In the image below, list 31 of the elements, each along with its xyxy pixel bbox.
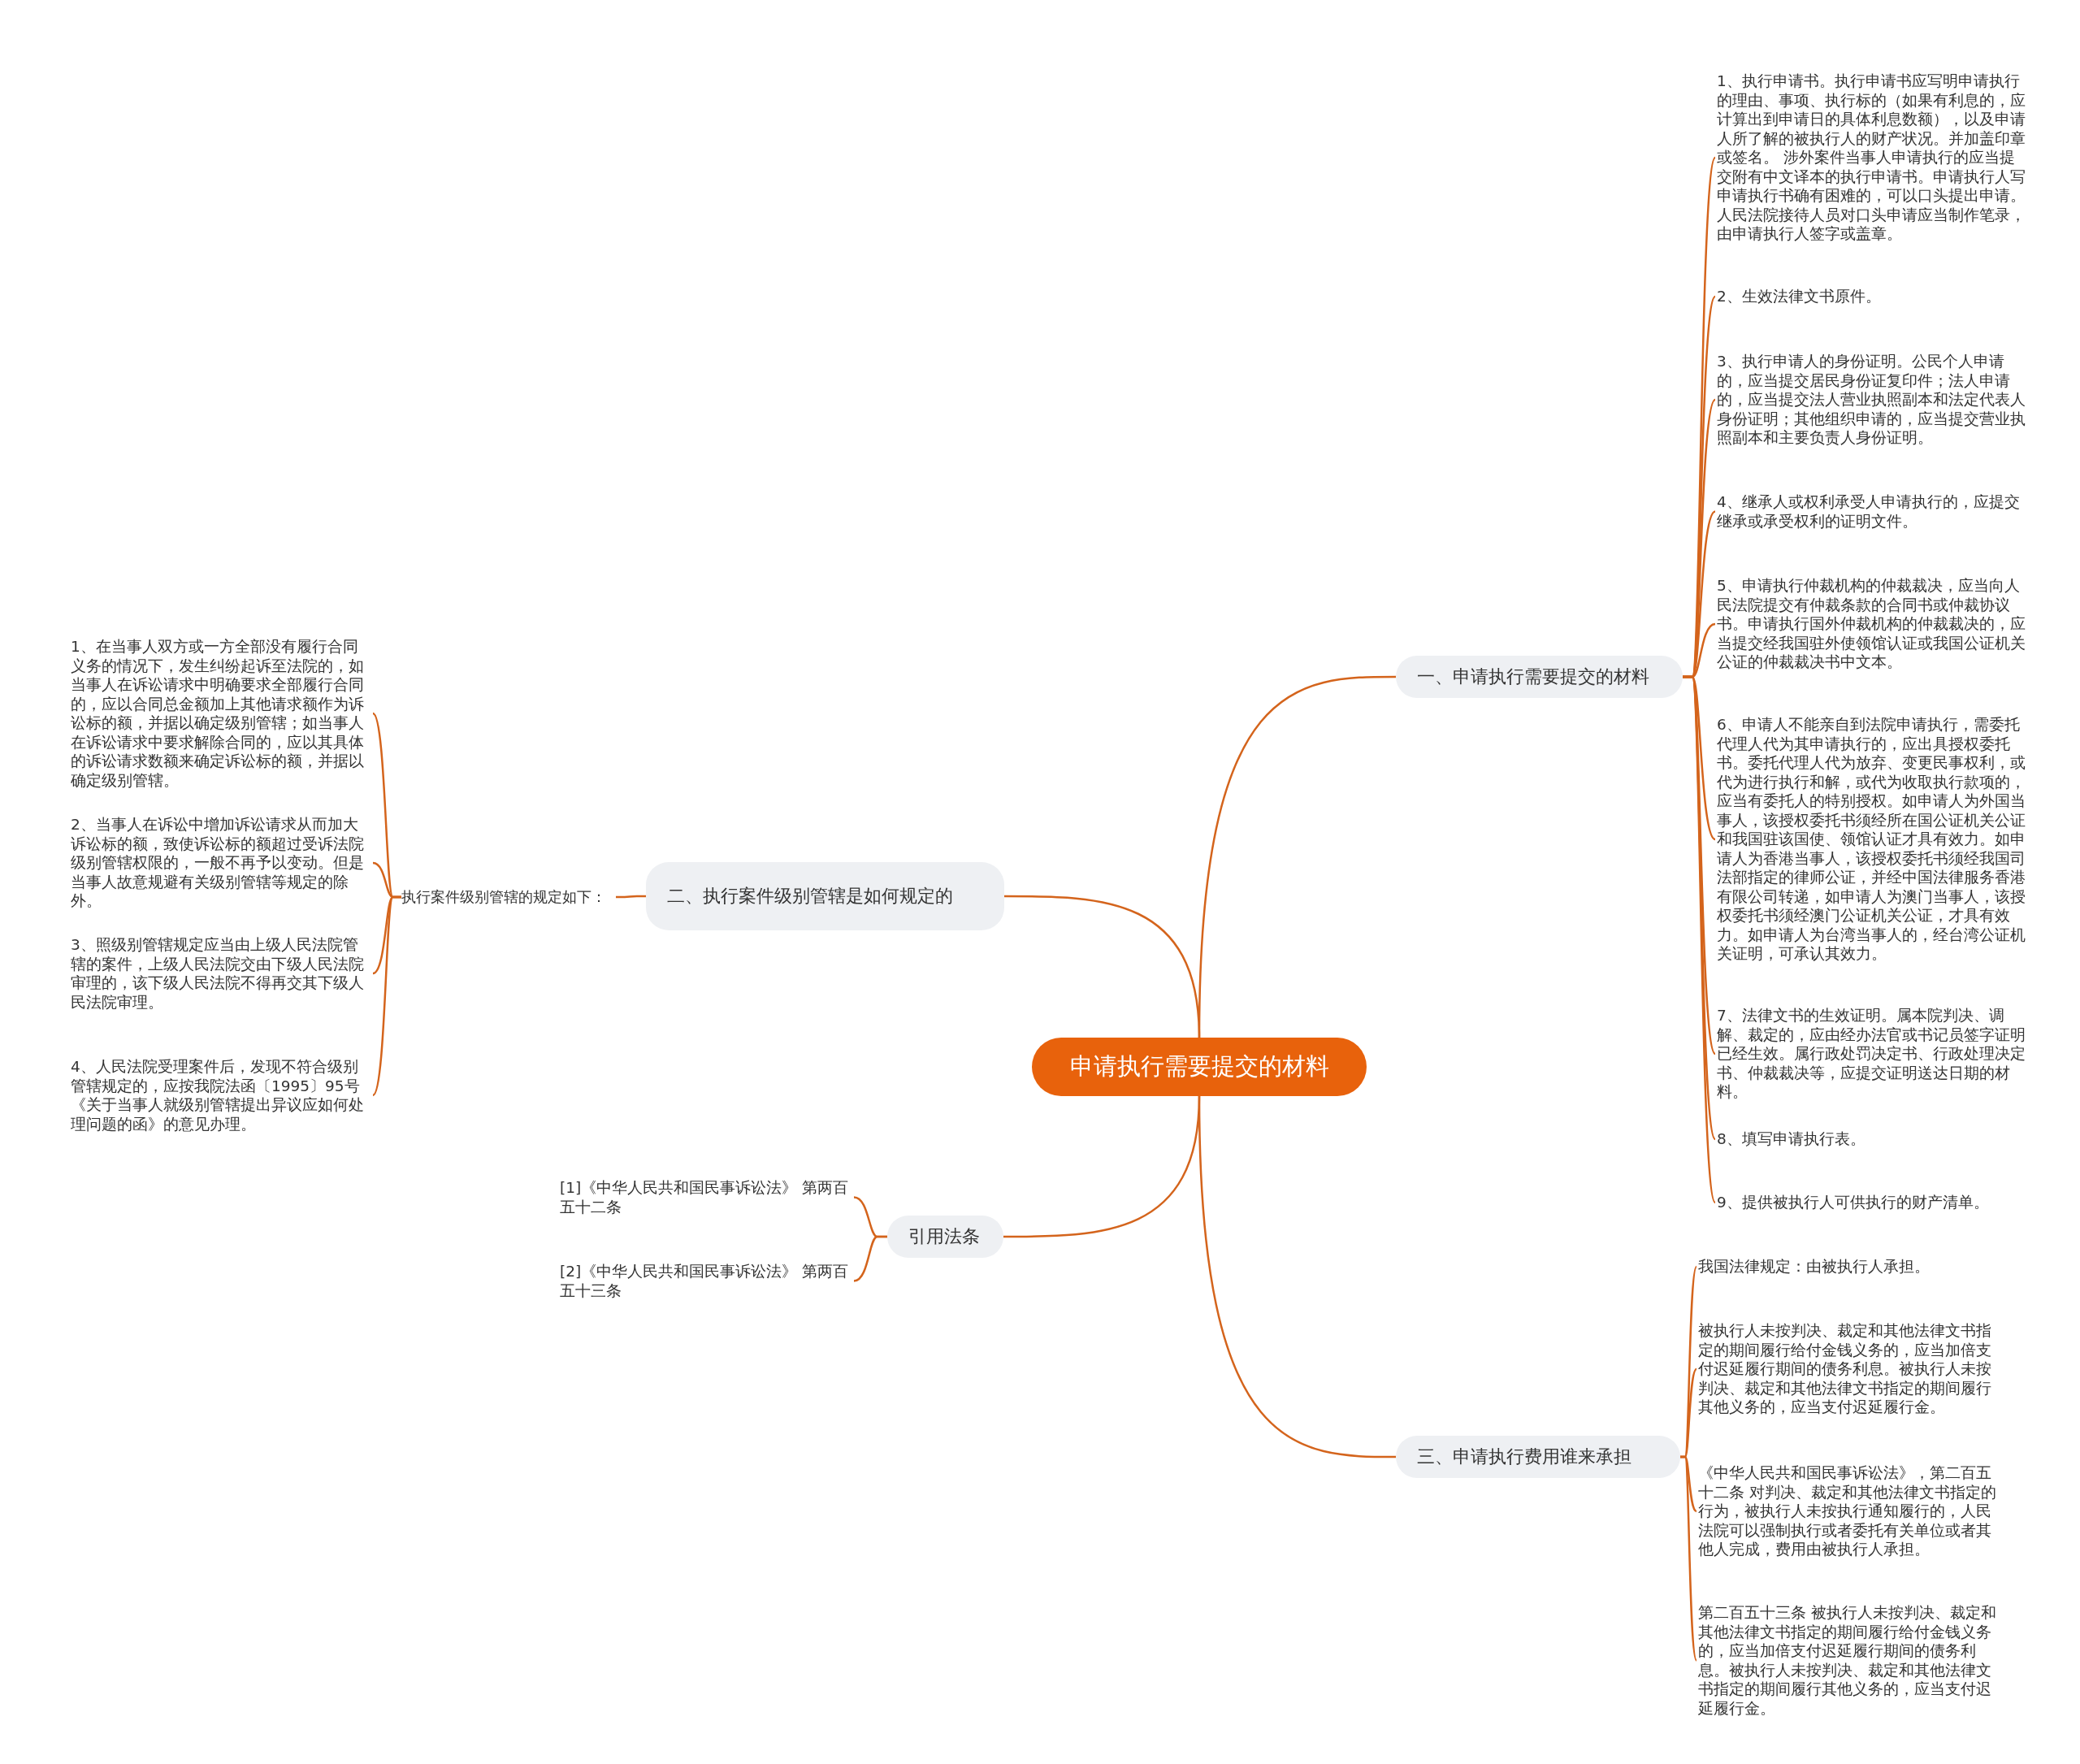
- connector-line: [1004, 895, 1201, 1038]
- topic-box: 引用法条: [887, 1216, 1003, 1258]
- note-text: 4、人民法院受理案件后，发现不符合级别管辖规定的，应按我院法函〔1995〕95号《关于当事人就级别管辖提出异议应如何处理问题的函》的意见办理。: [71, 1057, 371, 1133]
- connector-line: [616, 895, 646, 899]
- note-text: 2、生效法律文书原件。: [1717, 287, 2030, 306]
- note-text: 被执行人未按判决、裁定和其他法律文书指定的期间履行给付金钱义务的，应当加倍支付迟延履行期间的债务利息。被执行人未按判决、裁定和其他法律文书指定的期间履行其他义务的，应当支付迟延履行金。: [1698, 1321, 2003, 1417]
- central-topic-box: 申请执行需要提交的材料: [1032, 1038, 1367, 1096]
- note-text: 6、申请人不能亲自到法院申请执行，需委托代理人代为其申请执行的，应出具授权委托书。委托代理人代为放弃、变更民事权利，或代为进行执行和解，或代为收取执行款项的，应当有委托人的特别授权。如申请人为外国当事人，该授权委托书须经所在国公证机关公证和我国驻该国使、领馆认证才具有效力。如申请人为香港当事人，该授权委托书须经我国司法部指定的律师公证，并经中国法律服务香港有限公司转递，如申请人为澳门当事人，该授权委托书须经澳门公证机关公证，才具有效力。如申请人为台湾当事人的，经台湾公证机关证明，可承认其效力。: [1717, 715, 2030, 964]
- note-text: 5、申请执行仲裁机构的仲裁裁决，应当向人民法院提交有仲裁条款的合同书或仲裁协议书。申请执行国外仲裁机构的仲裁裁决的，应当提交经我国驻外使领馆认证或我国公证机关公证的仲裁裁决书中文本。: [1717, 576, 2030, 672]
- note-text: [2]《中华人民共和国民事诉讼法》 第两百五十三条: [560, 1262, 852, 1300]
- connector-line: [372, 895, 401, 1096]
- topic-box: 三、申请执行费用谁来承担: [1396, 1436, 1680, 1478]
- note-text: 1、在当事人双方或一方全部没有履行合同义务的情况下，发生纠纷起诉至法院的，如当事人在诉讼请求中明确要求全部履行合同的，应以合同总金额加上其他请求额作为诉讼标的额，并据以确定级别管辖；如当事人在诉讼请求中要求解除合同的，应以其具体的诉讼请求数额来确定诉讼标的额，并据以确定级别管辖。: [71, 637, 371, 790]
- note-text: 1、执行申请书。执行申请书应写明申请执行的理由、事项、执行标的（如果有利息的，应计算出到申请日的具体利息数额），以及申请人所了解的被执行人的财产状况。并加盖印章或签名。 涉外案件当事人申请执行的应当提交附有中文译本的执行申请书。申请执行人写申请执行书确有困难的，可以口头提出申请。人民法院接待人员对口头申请应当制作笔录，由申请执行人签字或盖章。: [1717, 72, 2030, 244]
- note-text: 3、执行申请人的身份证明。公民个人申请的，应当提交居民身份证复印件；法人申请的，应当提交法人营业执照副本和法定代表人身份证明；其他组织申请的，应当提交营业执照副本和主要负责人身份证明。: [1717, 352, 2030, 448]
- note-text: 《中华人民共和国民事诉讼法》，第二百五十二条 对判决、裁定和其他法律文书指定的行为，被执行人未按执行通知履行的，人民法院可以强制执行或者委托有关单位或者其他人完成，费用由被执行人承担。: [1698, 1463, 2003, 1559]
- topic-box: 一、申请执行需要提交的材料: [1396, 656, 1683, 698]
- note-text: [1]《中华人民共和国民事诉讼法》 第两百五十二条: [560, 1178, 852, 1216]
- topic-box: 二、执行案件级别管辖是如何规定的: [646, 862, 1004, 930]
- note-text: 7、法律文书的生效证明。属本院判决、调解、裁定的，应由经办法官或书记员签字证明已经生效。属行政处罚决定书、行政处理决定书、仲裁裁决等，应提交证明送达日期的材料。: [1717, 1006, 2030, 1102]
- connector-line: [1198, 1095, 1396, 1458]
- note-text: 9、提供被执行人可供执行的财产清单。: [1717, 1193, 2030, 1212]
- note-text: 执行案件级别管辖的规定如下：: [401, 887, 614, 907]
- connector-line: [1680, 1455, 1698, 1661]
- note-text: 8、填写申请执行表。: [1717, 1129, 2030, 1149]
- connector-line: [853, 1235, 887, 1282]
- note-text: 4、继承人或权利承受人申请执行的，应提交继承或承受权利的证明文件。: [1717, 492, 2030, 531]
- note-text: 我国法律规定：由被执行人承担。: [1698, 1257, 2003, 1276]
- note-text: 2、当事人在诉讼中增加诉讼请求从而加大诉讼标的额，致使诉讼标的额超过受诉法院级别管辖权限的，一般不再予以变动。但是当事人故意规避有关级别管辖等规定的除外。: [71, 815, 371, 911]
- note-text: 第二百五十三条 被执行人未按判决、裁定和其他法律文书指定的期间履行给付金钱义务的，应当加倍支付迟延履行期间的债务利息。被执行人未按判决、裁定和其他法律文书指定的期间履行其他义务的，应当支付迟延履行金。: [1698, 1603, 2003, 1718]
- note-text: 3、照级别管辖规定应当由上级人民法院管辖的案件，上级人民法院交由下级人民法院审理的，该下级人民法院不得再交其下级人民法院审理。: [71, 935, 371, 1012]
